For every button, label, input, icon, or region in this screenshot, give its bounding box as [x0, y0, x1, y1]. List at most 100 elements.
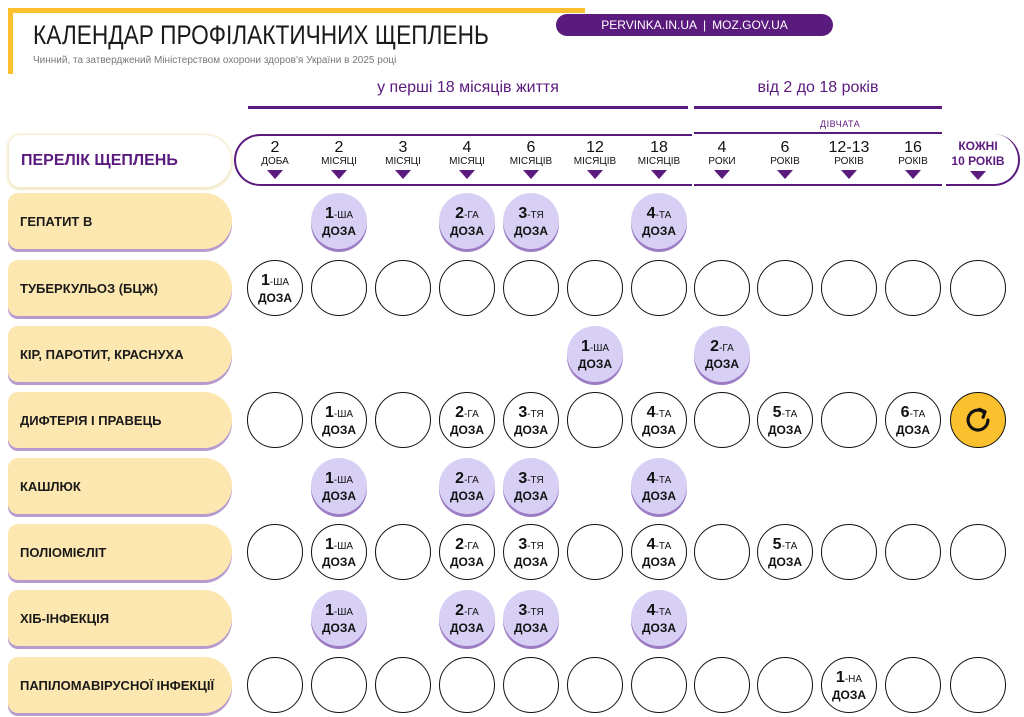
empty-schedule-circle [821, 392, 877, 448]
age-unit: РОКІВ [834, 156, 864, 167]
section-first-18-months: у перші 18 місяців життя [377, 79, 559, 96]
empty-schedule-circle [821, 260, 877, 316]
dose-ordinal: 1 [324, 469, 334, 487]
age-value: 2 [334, 139, 344, 156]
age-header-frame [946, 134, 1020, 186]
dose-word: ДОЗА [767, 554, 803, 569]
empty-schedule-circle [311, 260, 367, 316]
dose-suffix: -ТА [655, 474, 672, 486]
age-header-frame [234, 134, 692, 186]
page-subtitle: Чинний, та затверджений Міністерством ох… [33, 55, 397, 66]
empty-schedule-circle [694, 260, 750, 316]
triangle-down-icon [841, 170, 857, 179]
age-unit: МІСЯЦІ [449, 156, 485, 167]
dose-ordinal: 1 [835, 668, 845, 686]
dose-ordinal: 1 [324, 204, 334, 222]
dose-number: 1-ША [325, 602, 353, 621]
age-value: 3 [398, 139, 408, 156]
empty-schedule-circle [757, 657, 813, 713]
dose-suffix: -ША [333, 408, 354, 420]
empty-schedule-circle [694, 524, 750, 580]
empty-schedule-circle [567, 657, 623, 713]
age-unit: МІСЯЦІВ [573, 156, 617, 167]
dose-word: ДОЗА [449, 554, 485, 569]
dose-word: ДОЗА [767, 422, 803, 437]
triangle-down-icon [395, 170, 411, 179]
dose-word: ДОЗА [831, 687, 867, 702]
dose-suffix: -ГА [464, 540, 479, 552]
empty-schedule-circle [375, 392, 431, 448]
dose-number: 3-ТЯ [518, 205, 543, 224]
empty-schedule-circle [247, 657, 303, 713]
dose-word: ДОЗА [321, 620, 357, 635]
section-divider [694, 106, 942, 109]
age-value: КОЖНІ [958, 139, 998, 153]
dose-word: ДОЗА [321, 223, 357, 238]
dose-ordinal: 2 [455, 403, 465, 421]
girls-divider [694, 132, 942, 134]
dose-number: 1-НА [836, 669, 862, 688]
dose-word: ДОЗА [257, 290, 293, 305]
dose-number: 3-ТЯ [518, 602, 543, 621]
dose-ordinal: 3 [518, 469, 528, 487]
vaccine-label: КАШЛЮК [8, 458, 232, 514]
link-pervinka[interactable]: PERVINKA.IN.UA [601, 18, 698, 32]
empty-schedule-circle [567, 524, 623, 580]
dose-number: 5-ТА [773, 404, 798, 423]
vaccine-label: ХІБ-ІНФЕКЦІЯ [8, 590, 232, 646]
girls-label: ДІВЧАТА [820, 119, 861, 129]
dose-number: 4-ТА [647, 404, 672, 423]
empty-schedule-circle [311, 657, 367, 713]
age-unit: 10 РОКІВ [951, 154, 1005, 168]
age-value: 18 [650, 139, 668, 156]
dose-word: ДОЗА [513, 488, 549, 503]
dose-suffix: -ТЯ [527, 209, 544, 221]
dose-word: ДОЗА [321, 554, 357, 569]
dose-suffix: -ША [333, 540, 354, 552]
triangle-down-icon [523, 170, 539, 179]
dose-ordinal: 1 [324, 403, 334, 421]
age-unit: РОКИ [708, 156, 736, 167]
dose-suffix: -ША [589, 342, 610, 354]
dose-ordinal: 4 [646, 535, 656, 553]
age-value: 16 [904, 139, 922, 156]
vaccine-label: ТУБЕРКУЛЬОЗ (БЦЖ) [8, 260, 232, 316]
dose-suffix: -ГА [464, 474, 479, 486]
dose-suffix: -ТА [781, 408, 798, 420]
age-unit: МІСЯЦІВ [637, 156, 681, 167]
dose-word: ДОЗА [641, 223, 677, 238]
vaccine-list-heading: ПЕРЕЛІК ЩЕПЛЕНЬ [8, 134, 232, 188]
age-value: 4 [717, 139, 727, 156]
dose-ordinal: 1 [324, 535, 334, 553]
empty-schedule-circle [950, 260, 1006, 316]
triangle-down-icon [905, 170, 921, 179]
empty-schedule-circle [247, 392, 303, 448]
dose-word: ДОЗА [449, 422, 485, 437]
dose-ordinal: 4 [646, 204, 656, 222]
vaccine-label: КІР, ПАРОТИТ, КРАСНУХА [8, 326, 232, 382]
accent-bar-left [8, 8, 13, 74]
dose-number: 1-ША [581, 338, 609, 357]
dose-number: 1-ША [325, 404, 353, 423]
dose-suffix: -ТА [655, 540, 672, 552]
empty-schedule-circle [950, 524, 1006, 580]
link-moz[interactable]: MOZ.GOV.UA [712, 18, 788, 32]
